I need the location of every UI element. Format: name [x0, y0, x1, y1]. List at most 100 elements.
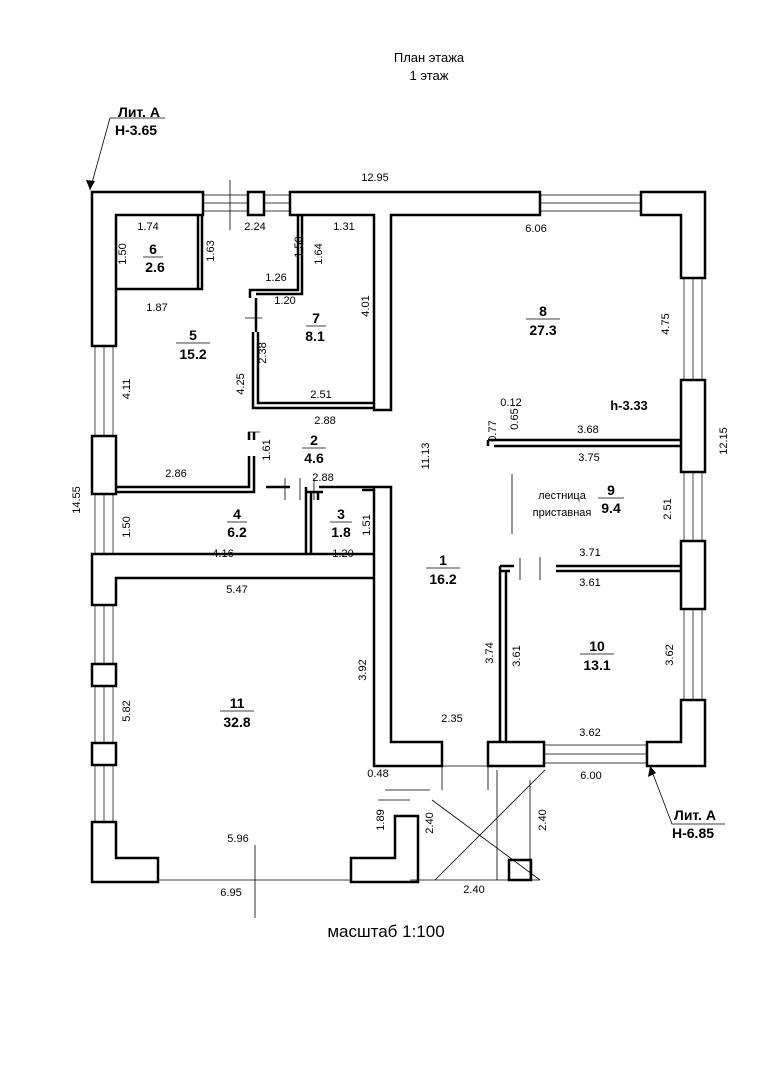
svg-text:3.62: 3.62 [664, 644, 676, 665]
plan-title: План этажа [394, 50, 465, 65]
svg-text:2.35: 2.35 [441, 713, 462, 725]
svg-text:4: 4 [233, 506, 241, 522]
lit-mark-bottom: Лит. А [674, 807, 716, 823]
svg-text:1.50: 1.50 [293, 236, 305, 257]
svg-text:1.31: 1.31 [333, 221, 354, 233]
room-11-label: 11 32.8 [220, 695, 254, 730]
svg-text:1.8: 1.8 [331, 524, 351, 540]
svg-text:3.75: 3.75 [578, 452, 599, 464]
dimension-lines [158, 180, 546, 918]
svg-text:3.61: 3.61 [511, 645, 523, 666]
svg-text:1: 1 [439, 552, 447, 568]
room-5-label: 515.2 [176, 327, 210, 362]
room-9-label: 99.4 [598, 482, 624, 516]
svg-text:1.89: 1.89 [375, 809, 387, 830]
svg-text:5.96: 5.96 [227, 833, 248, 845]
room-6-label: 62.6 [143, 241, 165, 275]
svg-text:14.55: 14.55 [71, 486, 83, 514]
svg-text:0.48: 0.48 [367, 768, 388, 780]
svg-text:3: 3 [337, 506, 345, 522]
svg-text:1.87: 1.87 [146, 302, 167, 314]
svg-text:4.11: 4.11 [121, 379, 133, 400]
room-8-label: 827.3 [526, 303, 560, 338]
svg-text:1.64: 1.64 [313, 243, 325, 264]
svg-text:3.92: 3.92 [357, 659, 369, 680]
svg-text:3.71: 3.71 [579, 547, 600, 559]
svg-text:1.51: 1.51 [361, 514, 373, 535]
svg-text:27.3: 27.3 [529, 322, 556, 338]
svg-text:2.88: 2.88 [312, 472, 333, 484]
svg-text:2.88: 2.88 [314, 415, 335, 427]
svg-text:6: 6 [149, 241, 157, 257]
svg-text:3.62: 3.62 [579, 727, 600, 739]
lit-leader-top [89, 117, 165, 191]
svg-text:9: 9 [607, 482, 615, 498]
svg-text:2.24: 2.24 [244, 221, 265, 233]
svg-text:10: 10 [589, 638, 605, 654]
svg-text:2.51: 2.51 [310, 389, 331, 401]
svg-text:3.61: 3.61 [579, 577, 600, 589]
svg-text:3.68: 3.68 [577, 424, 598, 436]
room-7-label: 78.1 [305, 310, 326, 344]
svg-text:6.95: 6.95 [220, 887, 241, 899]
windows [94, 194, 703, 822]
svg-text:7: 7 [312, 310, 320, 326]
svg-text:1.50: 1.50 [117, 243, 129, 264]
ceiling-height: h-3.33 [610, 398, 648, 413]
svg-text:32.8: 32.8 [223, 714, 250, 730]
lit-arrow-top [86, 180, 95, 190]
svg-text:8: 8 [539, 303, 547, 319]
lit-arrow-bottom [648, 766, 656, 777]
svg-text:1.63: 1.63 [205, 240, 217, 261]
room-10-label: 10 13.1 [580, 638, 614, 673]
svg-text:4.01: 4.01 [360, 295, 372, 316]
svg-text:11: 11 [230, 695, 245, 711]
height-mark-bottom: Н-6.85 [672, 825, 714, 841]
svg-text:1.20: 1.20 [274, 295, 295, 307]
svg-text:5.47: 5.47 [226, 584, 247, 596]
svg-text:1.74: 1.74 [137, 221, 158, 233]
stair-label-1: лестница [538, 490, 587, 502]
svg-text:1.61: 1.61 [261, 439, 273, 460]
svg-text:13.1: 13.1 [583, 657, 610, 673]
svg-text:2.40: 2.40 [463, 884, 484, 896]
svg-text:0.12: 0.12 [500, 397, 521, 409]
scale-label: масштаб 1:100 [327, 922, 444, 941]
svg-text:6.2: 6.2 [227, 524, 247, 540]
dimensions: 12.95 1.74 2.24 1.31 6.06 1.50 1.63 1.50… [71, 172, 730, 899]
stair-label-2: приставная [533, 507, 592, 519]
svg-text:6.06: 6.06 [525, 223, 546, 235]
svg-text:11.13: 11.13 [420, 443, 432, 470]
svg-text:2: 2 [310, 432, 318, 448]
room-1-label: 116.2 [426, 552, 460, 587]
svg-text:9.4: 9.4 [601, 500, 621, 516]
interior-walls [116, 215, 681, 742]
svg-text:0.65: 0.65 [509, 408, 521, 429]
svg-text:1.26: 1.26 [265, 272, 286, 284]
room-3-label: 31.8 [330, 506, 352, 540]
svg-text:5.82: 5.82 [121, 700, 133, 721]
room-labels: 62.6 78.1 515.2 827.3 24.6 99.4 46.2 31.… [143, 241, 624, 730]
lit-mark-top: Лит. А [118, 104, 160, 120]
svg-text:2.40: 2.40 [424, 812, 436, 833]
svg-text:15.2: 15.2 [179, 346, 206, 362]
height-mark-top: Н-3.65 [115, 122, 157, 138]
svg-text:2.6: 2.6 [145, 259, 165, 275]
svg-text:8.1: 8.1 [305, 328, 325, 344]
exterior-walls [90, 190, 707, 884]
svg-text:12.95: 12.95 [361, 172, 389, 184]
svg-text:4.75: 4.75 [660, 313, 672, 334]
svg-text:2.51: 2.51 [662, 498, 674, 519]
svg-text:2.40: 2.40 [537, 809, 549, 830]
svg-text:2.38: 2.38 [257, 342, 269, 363]
lit-leader-bottom [649, 765, 725, 825]
svg-text:6.00: 6.00 [580, 770, 601, 782]
svg-text:4.16: 4.16 [212, 548, 233, 560]
plan-subtitle: 1 этаж [410, 68, 449, 83]
svg-text:2.86: 2.86 [165, 468, 186, 480]
room-2-label: 24.6 [302, 432, 326, 466]
svg-text:4.25: 4.25 [235, 373, 247, 394]
svg-text:5: 5 [189, 327, 197, 343]
svg-text:1.50: 1.50 [121, 516, 133, 537]
